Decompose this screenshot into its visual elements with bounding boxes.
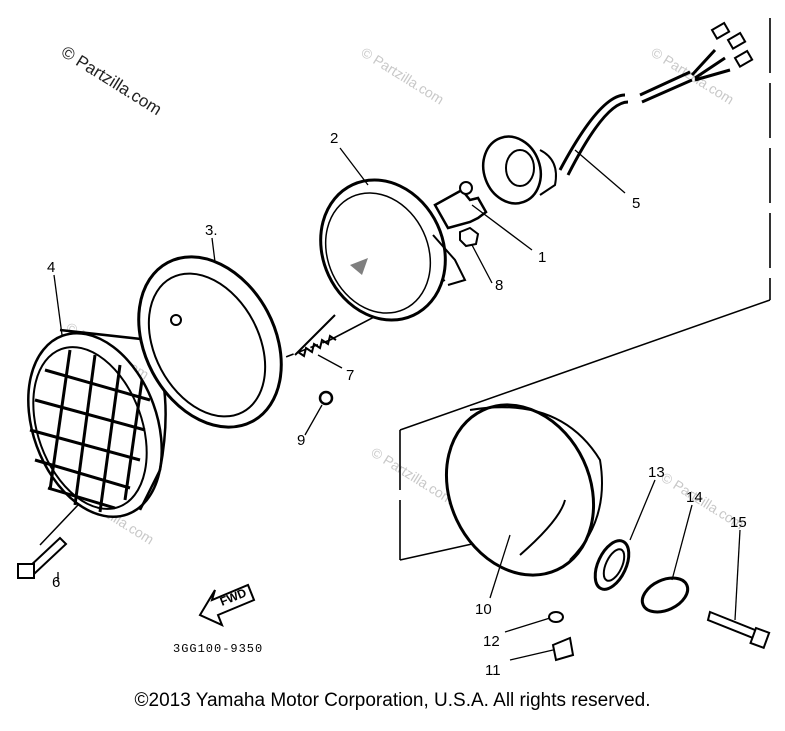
leader-lines (53, 147, 741, 661)
watermark-top-right: © Partzilla.com (648, 44, 736, 108)
socket-cover (640, 576, 690, 614)
forward-direction-arrow: FWD (198, 583, 256, 627)
watermark-mid-center: © Partzilla.com (368, 444, 456, 508)
bulb-socket-harness (481, 21, 754, 205)
small-screw (318, 390, 334, 406)
screw (551, 636, 575, 662)
adjusting-screw-spring (294, 314, 337, 358)
headlight-housing (444, 403, 603, 577)
headlight-lens-unit (319, 178, 467, 322)
part-label-12: 12 (483, 633, 500, 650)
copyright-notice: ©2013 Yamaha Motor Corporation, U.S.A. A… (134, 690, 651, 711)
part-label-8: 8 (495, 277, 503, 294)
headlight-guard-grille (27, 328, 167, 546)
part-label-3: 3. (205, 222, 218, 239)
nut (459, 226, 480, 248)
watermark-top-left: © Partzilla.com (58, 42, 165, 119)
mounting-bolt-left (17, 536, 68, 579)
part-label-4: 4 (47, 259, 55, 276)
part-label-13: 13 (648, 464, 665, 481)
part-label-10: 10 (475, 601, 492, 618)
mounting-bolt-right (706, 610, 771, 650)
part-label-9: 9 (297, 432, 305, 449)
part-label-5: 5 (632, 195, 640, 212)
washer (548, 611, 564, 623)
part-label-14: 14 (686, 489, 703, 506)
part-label-7: 7 (346, 367, 354, 384)
part-label-6: 6 (52, 574, 60, 591)
part-label-1: 1 (538, 249, 546, 266)
watermark-top-center: © Partzilla.com (358, 44, 446, 108)
grommet (593, 539, 631, 591)
part-label-11: 11 (485, 662, 501, 679)
part-label-2: 2 (330, 130, 338, 147)
part-label-15: 15 (730, 514, 747, 531)
headlight-bulb (433, 181, 488, 230)
headlight-rim (137, 255, 283, 429)
diagram-code: 3GG100-9350 (173, 642, 263, 656)
